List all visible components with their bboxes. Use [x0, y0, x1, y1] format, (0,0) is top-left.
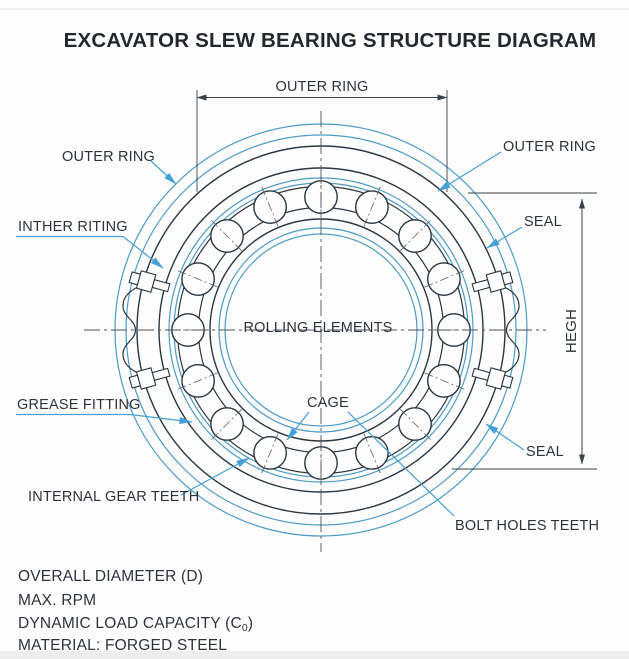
- internal-gear-teeth-leader: [180, 457, 250, 496]
- bolt-upper-right: [471, 270, 514, 293]
- page-title: EXCAVATOR SLEW BEARING STRUCTURE DIAGRAM: [64, 29, 597, 52]
- ball-centerline-tick: [424, 372, 465, 390]
- label-outer-ring-top: OUTER RING: [275, 79, 368, 95]
- spec-dynamic-load-capacity: DYNAMIC LOAD CAPACITY (C0): [18, 615, 253, 634]
- outer-ring-dimension: OUTER RING: [196, 79, 448, 192]
- grease-fitting-leader: [16, 413, 193, 425]
- mounting-bolts: [128, 270, 514, 390]
- label-grease-fitting: GREASE FITTING: [17, 397, 141, 413]
- ball-centerline-tick: [424, 270, 465, 288]
- ball-centerline-tick: [363, 433, 381, 474]
- soft-zone-wave-right: [504, 286, 520, 374]
- seal-upper-leader: [486, 226, 523, 249]
- ball-centerline-tick: [261, 186, 279, 227]
- spec-material: MATERIAL: FORGED STEEL: [18, 637, 227, 654]
- leader-lines: [16, 151, 525, 517]
- label-seal-lower: SEAL: [526, 444, 564, 460]
- label-internal-gear-teeth: INTERNAL GEAR TEETH: [28, 489, 199, 505]
- bolt-lower-right: [471, 367, 514, 390]
- outer-ring-left-leader: [150, 160, 177, 185]
- bolt-upper-left: [128, 270, 171, 293]
- ball-centerline-tick: [177, 270, 218, 288]
- label-height-dim: HEGH: [563, 309, 580, 353]
- bolt-lower-left: [128, 367, 171, 390]
- top-edge-artifact: [0, 8, 629, 10]
- label-bolt-holes-teeth: BOLT HOLES TEETH: [455, 518, 599, 534]
- part-labels: OUTER RING INTHER RITING OUTER RING SEAL…: [17, 139, 599, 534]
- label-outer-ring-right: OUTER RING: [503, 139, 596, 155]
- ball-centerline-tick: [399, 408, 431, 440]
- ball-centerline-tick: [261, 433, 279, 474]
- outer-ring-right-leader: [437, 151, 502, 192]
- ball-centerline-tick: [399, 220, 431, 252]
- bolt-holes-teeth-leader: [347, 411, 455, 517]
- label-seal-upper: SEAL: [524, 214, 562, 230]
- ball-centerline-tick: [211, 220, 243, 252]
- bottom-edge-artifact: [0, 651, 629, 659]
- inner-ring-left-leader: [16, 235, 164, 269]
- spec-overall-diameter: OVERALL DIAMETER (D): [18, 568, 203, 585]
- spec-list: OVERALL DIAMETER (D) MAX. RPM DYNAMIC LO…: [18, 568, 253, 654]
- label-cage: CAGE: [307, 395, 349, 411]
- seal-lower-leader: [485, 423, 525, 451]
- label-inner-ring-left: INTHER RITING: [18, 219, 128, 235]
- label-rolling-elements: ROLLING ELEMENTS: [243, 320, 392, 336]
- height-dimension: HEGH: [452, 192, 597, 470]
- spec-max-rpm: MAX. RPM: [18, 592, 96, 609]
- soft-zone-wave-left: [122, 286, 138, 374]
- ball-centerline-tick: [211, 408, 243, 440]
- ball-centerline-tick: [177, 372, 218, 390]
- ball-centerline-tick: [363, 186, 381, 227]
- label-outer-ring-left: OUTER RING: [62, 149, 155, 165]
- centerlines: [84, 111, 546, 552]
- cage-leader: [286, 411, 310, 441]
